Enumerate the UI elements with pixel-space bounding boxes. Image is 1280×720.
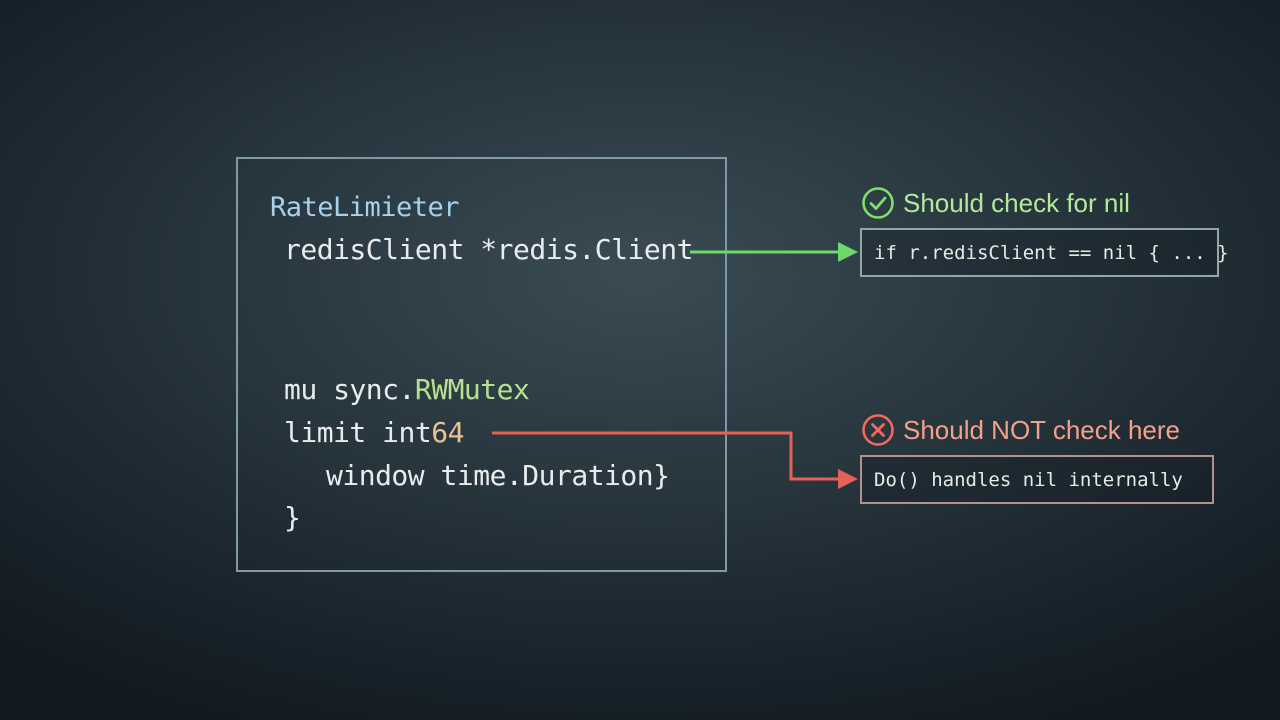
label-should-check-text: Should check for nil [903, 187, 1130, 218]
check-circle-icon [862, 187, 894, 219]
arrow-good [690, 242, 858, 262]
field-mutex: mu sync.RWMutex [284, 373, 530, 406]
snippet-nil-check: if r.redisClient == nil { ... } [860, 228, 1229, 277]
x-circle-icon [862, 414, 894, 446]
field-window: window time.Duration} [326, 459, 670, 492]
struct-code-box [236, 157, 727, 572]
label-should-not-check: Should NOT check here [861, 413, 1180, 447]
struct-name: RateLimieter [270, 192, 460, 223]
mutex-prefix: mu sync. [284, 373, 415, 406]
mutex-type: RWMutex [414, 373, 530, 406]
closing-brace: } [284, 501, 301, 534]
field-limit: limit int64 [284, 416, 464, 449]
snippet-do-handles-nil: Do() handles nil internally [860, 455, 1214, 504]
limit-suffix: 64 [431, 416, 464, 449]
limit-prefix: limit int [284, 416, 432, 449]
label-should-check: Should check for nil [861, 186, 1130, 220]
field-redis-client: redisClient *redis.Client [284, 233, 693, 266]
label-should-not-check-text: Should NOT check here [903, 414, 1180, 445]
arrow-bad [492, 431, 858, 489]
